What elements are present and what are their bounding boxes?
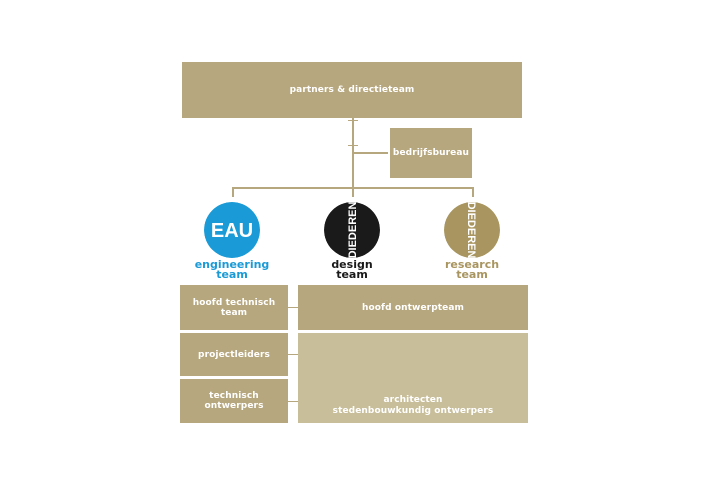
partners-directieteam-label: partners & directieteam <box>289 85 415 95</box>
hoofd-ontwerpteam-box: hoofd ontwerpteam <box>298 285 528 330</box>
stedenbouwkundig-label: stedenbouwkundig ontwerpers <box>332 406 494 416</box>
research-logo-text: DIEDEREN <box>465 202 477 258</box>
partners-directieteam-box: partners & directieteam <box>182 62 522 118</box>
hoofd-ontwerpteam-label: hoofd ontwerpteam <box>361 302 464 313</box>
technisch-ontwerpers-box: technisch ontwerpers <box>180 379 288 423</box>
design-logo-text: DIEDEREN <box>347 202 359 258</box>
research-team-line2: team <box>456 268 488 281</box>
engineering-team-label: engineering team <box>187 258 277 281</box>
connector-row1 <box>288 307 298 308</box>
bedrijfsbureau-box: bedrijfsbureau <box>390 128 472 178</box>
bedrijfsbureau-label: bedrijfsbureau <box>392 148 470 158</box>
technisch-ontwerpers-label: technisch ontwerpers <box>204 391 264 411</box>
engineering-team-logo: EAU <box>204 202 260 258</box>
connector-tick <box>348 145 358 146</box>
connector-vertical <box>352 118 354 188</box>
connector-drop-engineering <box>232 187 234 197</box>
projectleiders-box: projectleiders <box>180 333 288 376</box>
architecten-box: architecten stedenbouwkundig ontwerpers <box>298 333 528 423</box>
engineering-team-line2: team <box>216 268 248 281</box>
eau-logo-text: EAU <box>211 220 253 242</box>
connector-row3 <box>288 401 298 402</box>
connector-tick <box>348 120 358 121</box>
projectleiders-label: projectleiders <box>198 349 270 360</box>
engineering-team-line1: engineering <box>194 258 270 271</box>
design-team-label: design team <box>307 258 397 281</box>
connector-row2 <box>288 354 298 355</box>
research-team-logo: DIEDEREN <box>444 202 500 258</box>
hoofd-technisch-team-box: hoofd technisch team <box>180 285 288 330</box>
architecten-label: architecten <box>383 395 443 405</box>
connector-drop-research <box>472 187 474 197</box>
research-team-line1: research <box>444 258 500 271</box>
connector-drop-design <box>352 187 354 197</box>
hoofd-technisch-team-label: hoofd technisch team <box>192 297 276 318</box>
design-team-line1: design <box>331 258 373 271</box>
design-team-logo: DIEDEREN <box>324 202 380 258</box>
research-team-label: research team <box>427 258 517 281</box>
connector-bureau <box>354 152 388 154</box>
design-team-line2: team <box>336 268 368 281</box>
